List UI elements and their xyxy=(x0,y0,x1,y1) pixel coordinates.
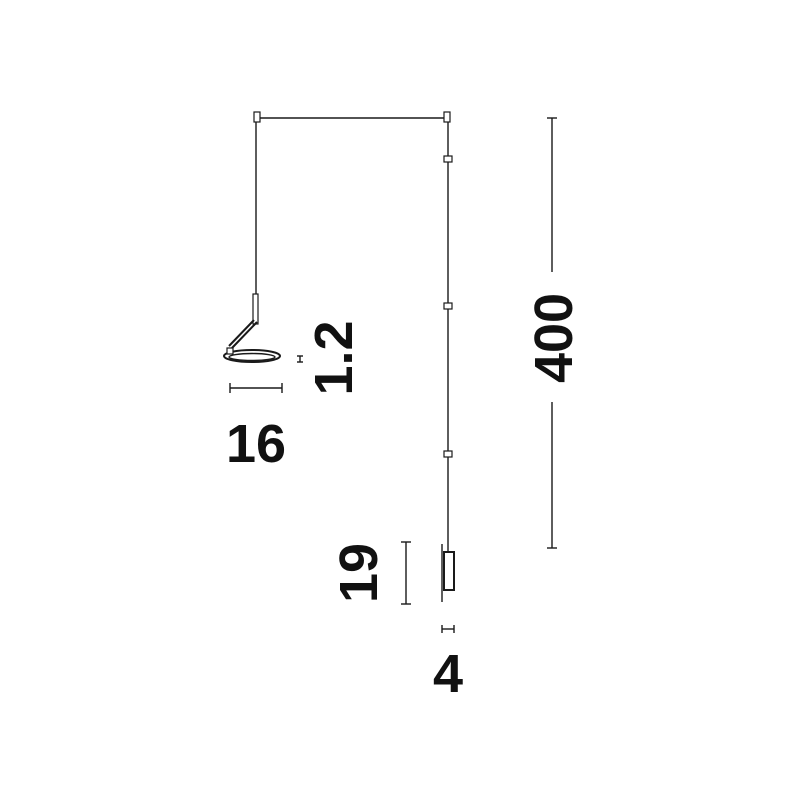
ring-inner xyxy=(228,352,276,362)
spacer-3 xyxy=(443,450,453,458)
label-ring-diameter: 16 xyxy=(226,414,286,474)
label-ring-thickness: 1.2 xyxy=(304,320,364,395)
label-total-drop: 400 xyxy=(524,293,584,383)
canopy xyxy=(443,551,455,591)
top-left-clip xyxy=(253,111,261,123)
ring-rod xyxy=(252,293,259,325)
label-canopy-depth: 4 xyxy=(433,644,463,704)
ring-connector xyxy=(226,347,234,355)
dimension-labels: 16 1.2 400 19 4 xyxy=(226,293,584,704)
spacer-2 xyxy=(443,302,453,310)
label-canopy-height: 19 xyxy=(329,543,389,603)
ring-arm xyxy=(228,319,258,349)
dimension-lines xyxy=(229,117,557,633)
lamp-outline xyxy=(223,111,455,602)
top-right-clip xyxy=(443,111,451,123)
ring-outer xyxy=(223,349,281,363)
spacer-1 xyxy=(443,155,453,163)
